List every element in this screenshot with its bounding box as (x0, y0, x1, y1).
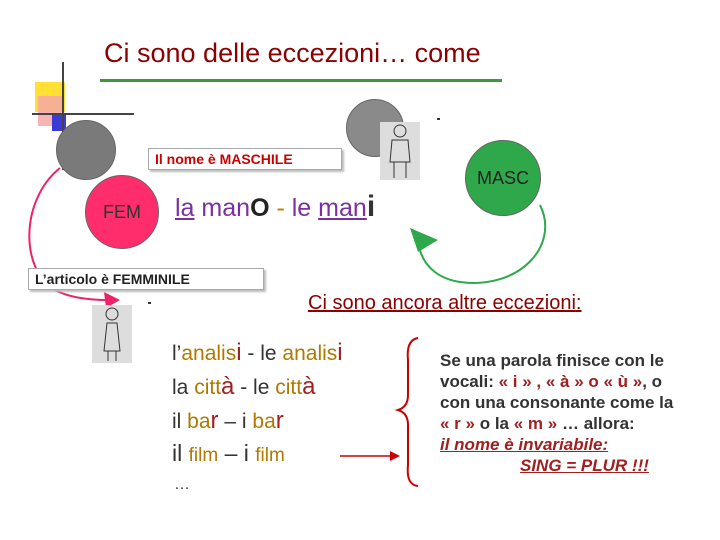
example-separator: - le (234, 376, 276, 399)
note-line-6: SING = PLUR !!! (520, 456, 649, 475)
example-bar: il bar – i bar (172, 407, 284, 435)
example-stem: film (188, 445, 219, 466)
note-o-la: o la (479, 414, 510, 433)
example-stem: ba (187, 410, 211, 433)
film-arrow-head (390, 451, 400, 461)
note-line-2: vocali: « i » , « à » o « ù », o (440, 371, 720, 392)
article-le: le (291, 194, 312, 222)
example-stem-plural: analis (282, 342, 338, 365)
example-article: il (172, 410, 188, 433)
example-stem-plural: citt (275, 376, 303, 399)
example-analisi: l’analisi - le analisi (172, 339, 343, 367)
example-stem-plural: ba (252, 410, 276, 433)
masc-circle: MASC (465, 140, 541, 216)
colon: : (575, 292, 582, 314)
example-film: il film – i film (172, 440, 285, 467)
word-man: man (201, 194, 251, 222)
example-article: la (172, 376, 195, 399)
title-underline (100, 79, 502, 82)
woman-figure-image (92, 305, 132, 363)
feminine-note-box: L’articolo è FEMMINILE (28, 268, 264, 290)
example-citta: la città - le città (172, 373, 315, 401)
article-la: la (175, 194, 195, 222)
example-ending: à (221, 373, 235, 400)
fem-circle: FEM (85, 175, 159, 249)
example-separator: – i (218, 440, 256, 466)
ending-o: O (250, 194, 270, 222)
example-ending-plural: r (275, 407, 284, 434)
example-stem-plural: film (255, 445, 285, 466)
more-exceptions-heading: Ci sono ancora altre eccezioni: (308, 292, 581, 315)
note-m: « m » (513, 414, 558, 433)
note-comma: , o (642, 372, 663, 391)
word-man-plural: man (318, 194, 367, 222)
example-ending-plural: i (337, 339, 343, 366)
vertical-decorative-line (62, 62, 64, 170)
example-stem: citt (194, 376, 222, 399)
man-figure-image (380, 122, 420, 180)
masculine-note-box: Il nome è MASCHILE (148, 148, 342, 170)
dot-mark (148, 302, 151, 304)
ending-i: i (366, 190, 376, 223)
ellipsis: … (174, 476, 190, 493)
example-stem: analis (181, 342, 237, 365)
note-r: « r » (440, 414, 475, 433)
fem-arrow-head (104, 292, 120, 308)
note-vocali: vocali: (440, 372, 499, 391)
dot-mark (437, 118, 440, 120)
example-ending: r (210, 407, 219, 434)
example-article: il (172, 440, 189, 466)
example-ending-plural: à (302, 373, 316, 400)
horizontal-decorative-line (32, 113, 134, 115)
note-line-5: il nome è invariabile: (440, 435, 609, 454)
masc-arrow-head (410, 228, 438, 252)
masc-loop-arrow (419, 204, 547, 284)
note-line-1: Se una parola finisce con le (440, 351, 664, 370)
woman-figure-icon (103, 307, 121, 361)
example-separator: - le (241, 342, 283, 365)
dash: - (276, 194, 285, 222)
example-ending: i (236, 339, 242, 366)
more-exceptions-text: Ci sono ancora altre eccezioni (308, 292, 576, 314)
note-vowels: « i » , « à » o « ù » (498, 372, 643, 391)
note-line-4: « r » o la « m » … allora: (440, 413, 720, 434)
example-separator: – i (218, 410, 253, 433)
fem-label: FEM (103, 201, 141, 222)
mano-example: la manO - le mani (175, 190, 375, 224)
slide-title: Ci sono delle eccezioni… come (104, 38, 481, 68)
masc-label: MASC (476, 167, 529, 188)
invariable-rule-note: Se una parola finisce con le vocali: « i… (440, 350, 720, 476)
man-figure-icon (389, 124, 411, 178)
note-line-3: con una consonante come la (440, 393, 674, 412)
example-article: l’ (172, 342, 182, 365)
note-allora: … allora: (561, 414, 635, 433)
brace (394, 337, 419, 487)
gray-circle-left (56, 120, 116, 180)
